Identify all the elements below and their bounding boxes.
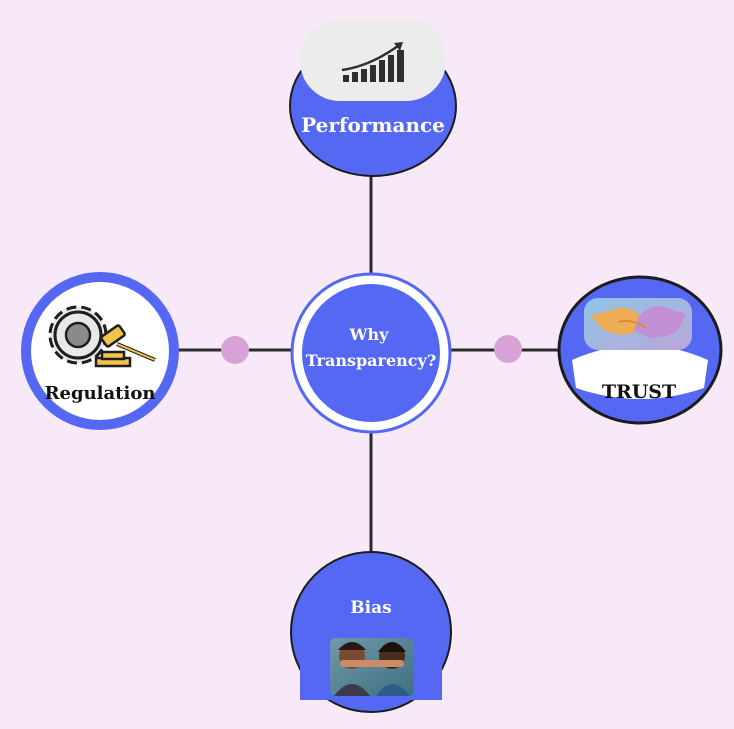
handshake-image <box>584 298 692 350</box>
regulation-label: Regulation <box>45 383 156 404</box>
covered-mouths-image <box>330 638 414 696</box>
connector-dot-right <box>494 335 522 363</box>
trust-label: TRUST <box>602 381 676 403</box>
connector-lines <box>176 170 562 555</box>
regulation-node[interactable]: Regulation <box>21 272 179 430</box>
performance-label: Performance <box>301 113 445 137</box>
performance-node[interactable]: Performance <box>289 19 457 177</box>
center-node[interactable]: Why Transparency? <box>290 272 452 434</box>
bias-node[interactable]: Bias <box>290 551 452 713</box>
trust-node[interactable]: TRUST <box>557 275 723 425</box>
bias-label: Bias <box>350 598 391 618</box>
center-title-line1: Why <box>349 325 390 344</box>
gear-gavel-icon <box>48 305 156 368</box>
connector-dot-left <box>221 336 249 364</box>
bar-chart-growth-icon <box>341 42 404 82</box>
center-title-line2: Transparency? <box>306 351 436 370</box>
